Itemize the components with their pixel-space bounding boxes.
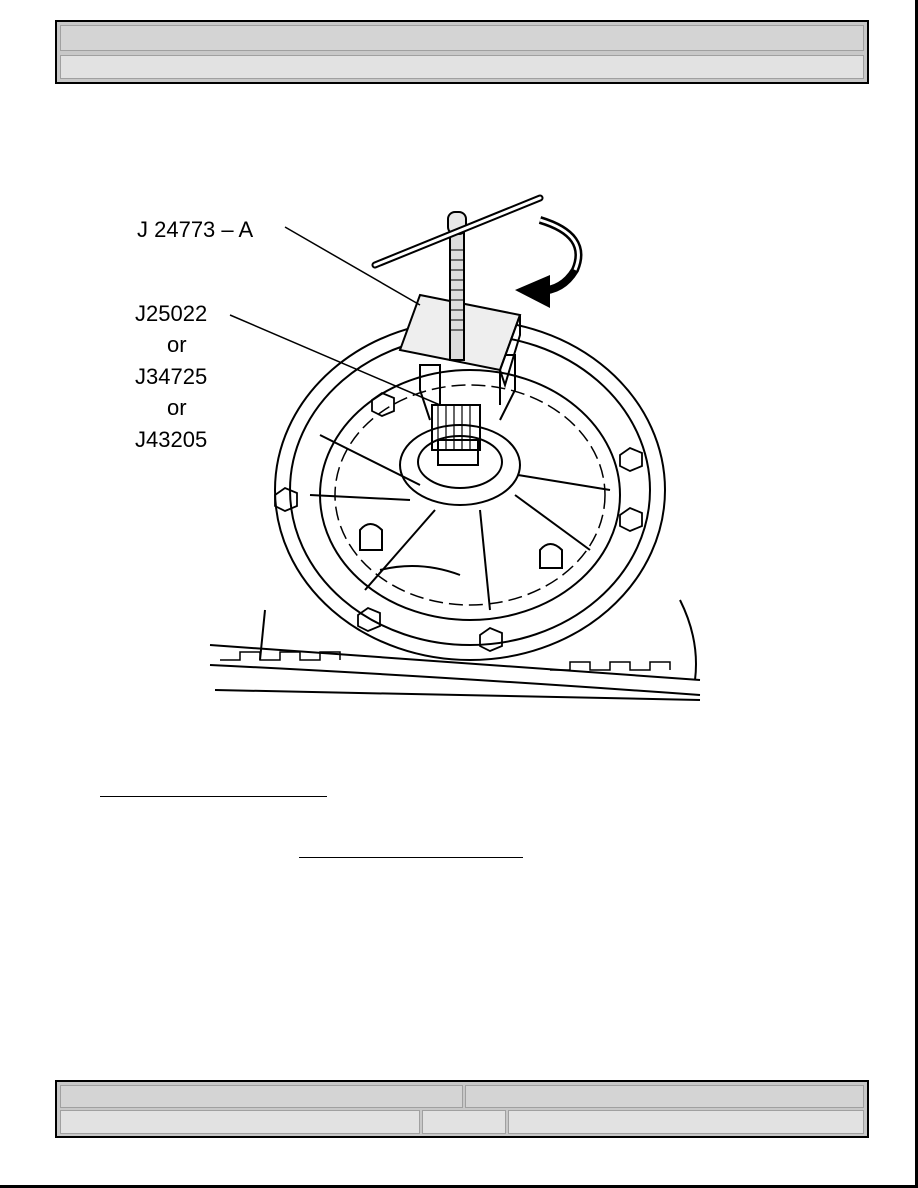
callout-tool-alt-3: J43205 (135, 427, 208, 452)
callout-tool-main: J 24773 – A (137, 217, 254, 242)
page-footer (55, 1080, 869, 1138)
footer-middle-bottom (422, 1110, 506, 1134)
footer-right-top (465, 1085, 864, 1108)
header-subtitle (60, 55, 864, 79)
illustration-drawing (209, 194, 701, 701)
footer-right-bottom (508, 1110, 864, 1134)
callout-or-1: or (167, 332, 187, 357)
callout-tool-alt-1: J25022 (135, 301, 208, 326)
footer-left-top (60, 1085, 463, 1108)
tool-illustration (120, 190, 720, 710)
page-header (55, 20, 869, 84)
callout-tool-alt-2: J34725 (135, 364, 208, 389)
reference-link-2[interactable] (299, 857, 523, 858)
rotation-arrow-icon (515, 216, 583, 308)
header-title (60, 25, 864, 51)
callout-or-2: or (167, 395, 187, 420)
footer-left-bottom (60, 1110, 420, 1134)
reference-link-1[interactable] (100, 796, 327, 797)
